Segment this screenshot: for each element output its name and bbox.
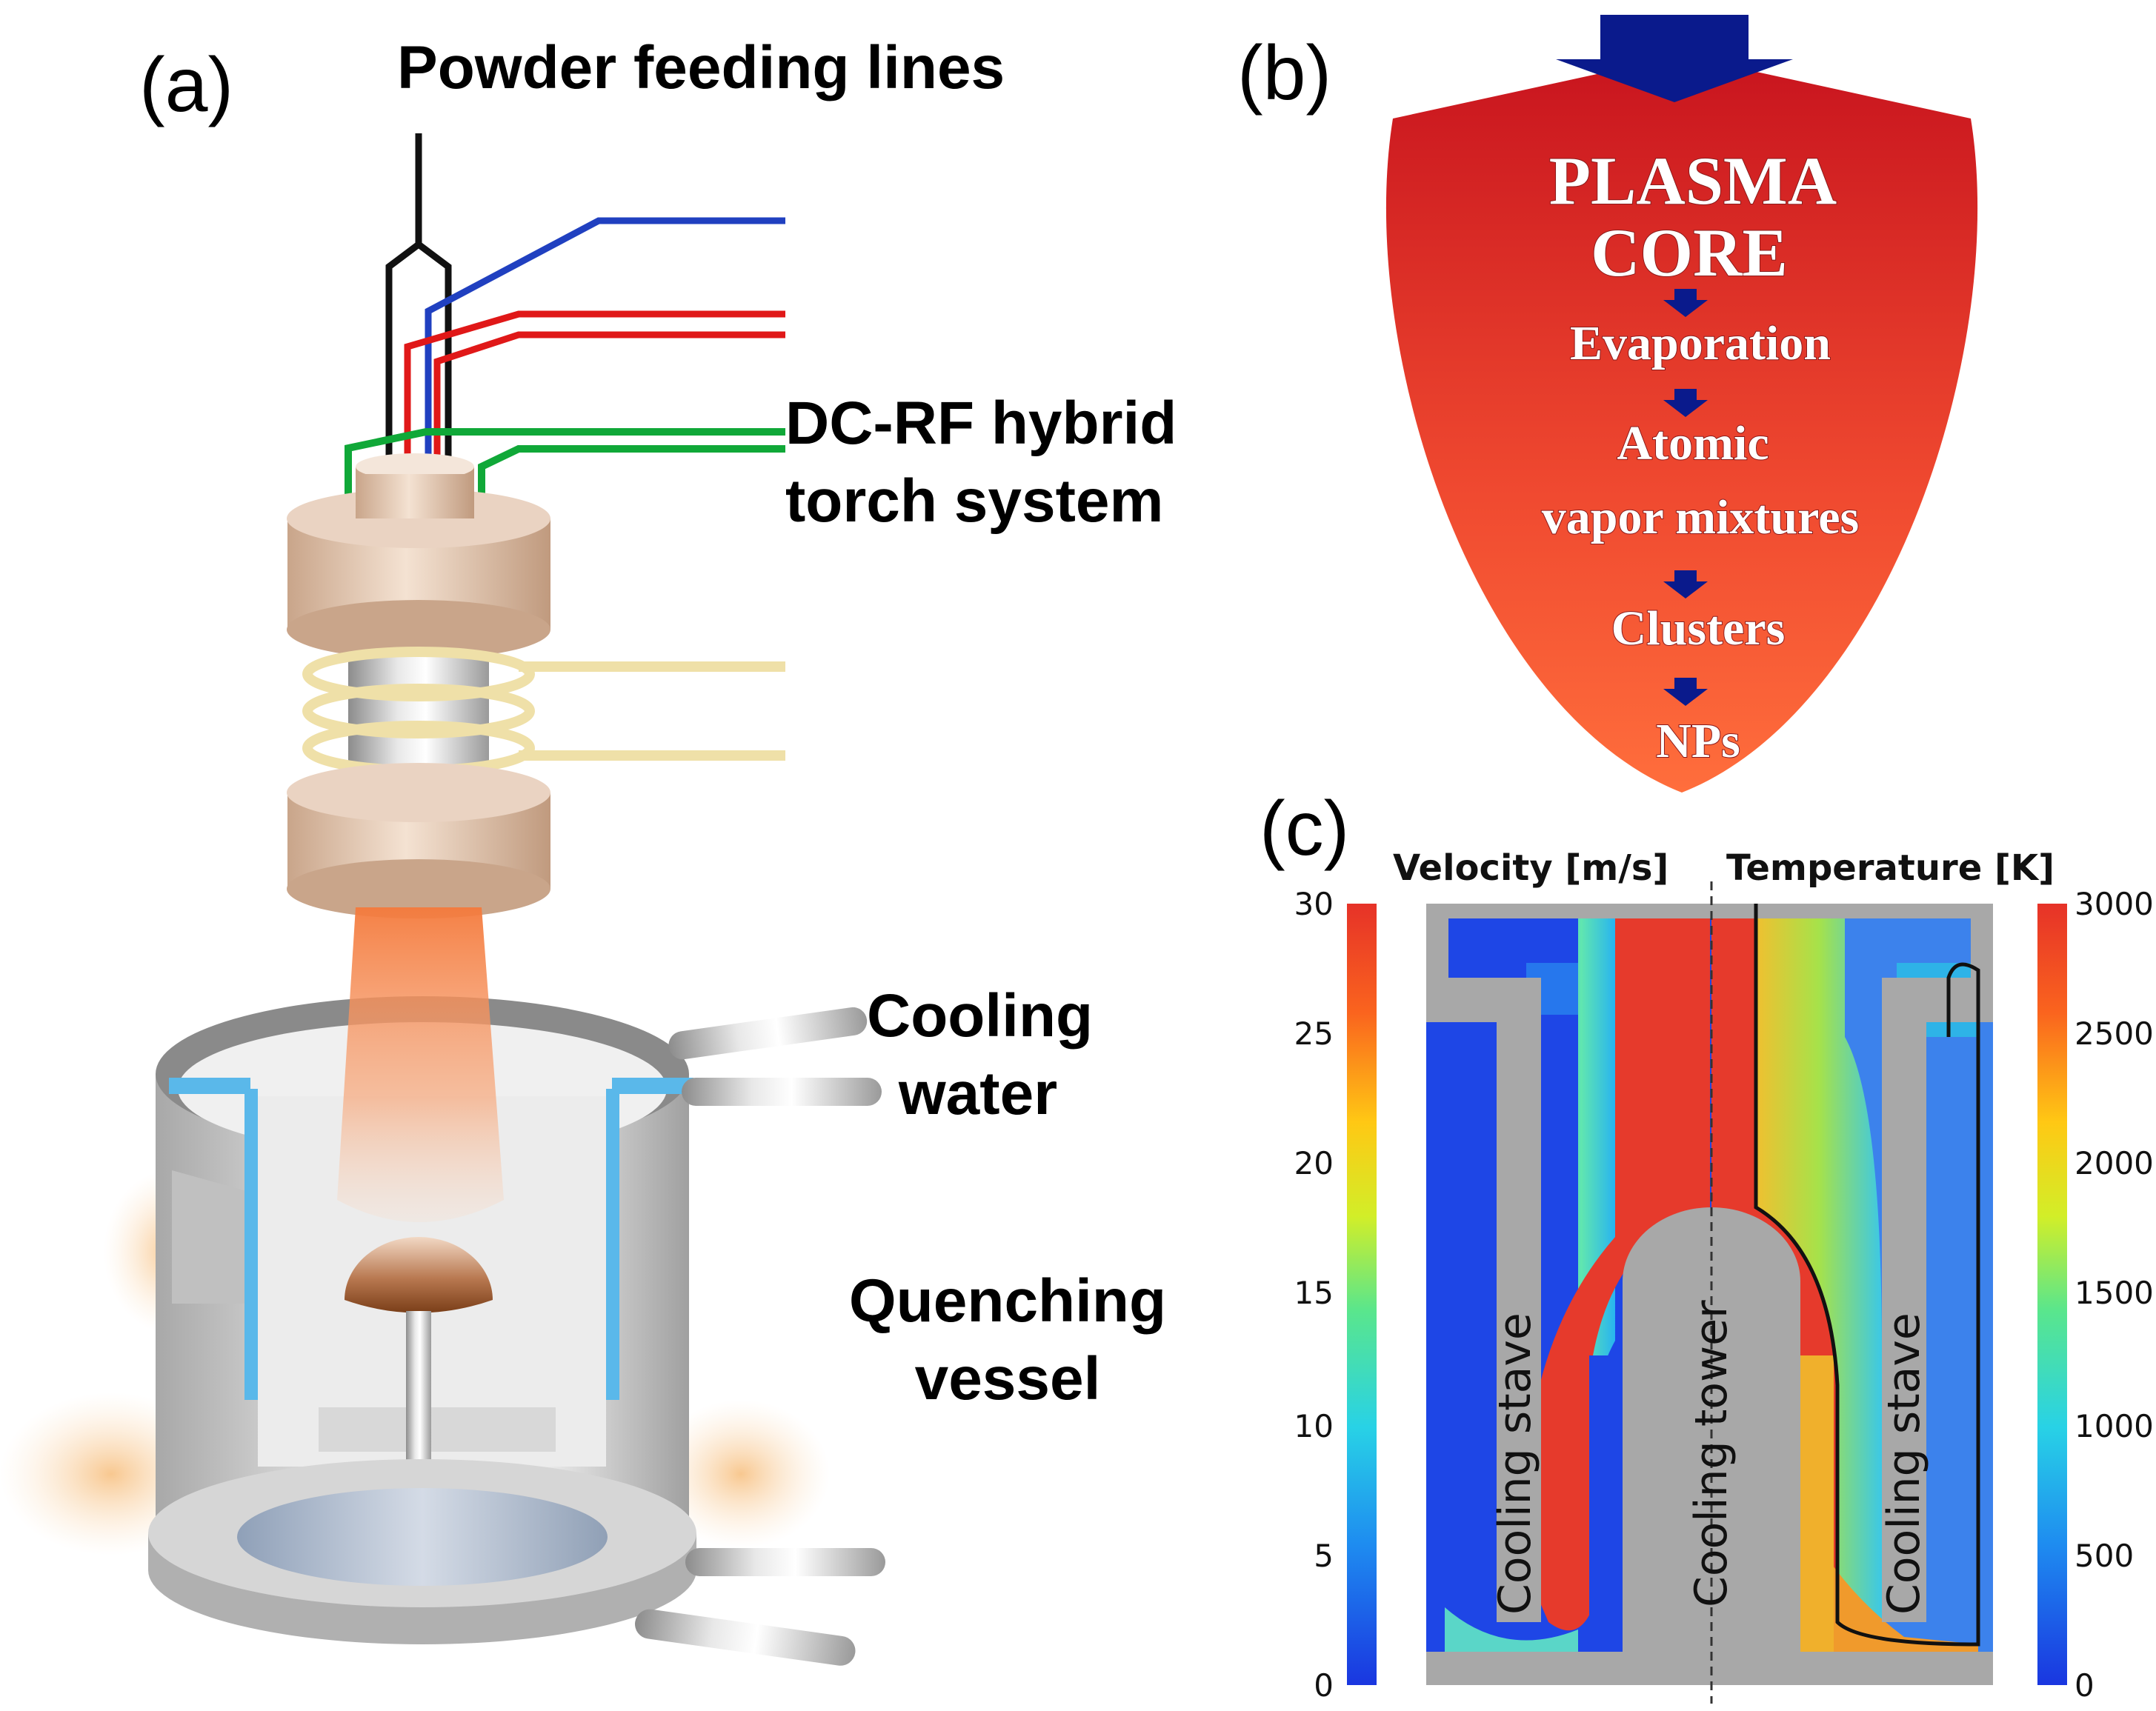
cooling-stave-left-label: Cooling stave	[1489, 1313, 1541, 1615]
panel-c-letter: (c)	[1260, 786, 1350, 872]
torch-cap-top	[356, 453, 474, 480]
panel-b-letter: (b)	[1237, 30, 1332, 116]
temperature-tick-2000: 2000	[2075, 1145, 2154, 1181]
reactor-geometry	[1426, 904, 1993, 1685]
vessel-inner-ledge	[319, 1407, 556, 1452]
velocity-tick-25: 25	[1294, 1015, 1334, 1052]
step-nps: NPs	[1656, 714, 1740, 768]
torch-upper-ring-bottom	[287, 600, 550, 659]
cooling-tower-label: Cooling tower	[1686, 1300, 1737, 1607]
temperature-tick-1500: 1500	[2075, 1275, 2154, 1311]
velocity-colorbar	[1347, 904, 1377, 1685]
step-arrows	[1663, 289, 1708, 706]
temperature-title: Temperature [K]	[1726, 847, 2054, 889]
water-jacket-left	[169, 1078, 250, 1094]
temperature-tick-500: 500	[2075, 1538, 2134, 1574]
plasma-plume	[337, 907, 504, 1222]
velocity-title: Velocity [m/s]	[1393, 847, 1668, 889]
panel-a-letter: (a)	[139, 42, 234, 128]
quenching-vessel-label-line2: vessel	[914, 1344, 1101, 1413]
temperature-tick-0: 0	[2075, 1667, 2095, 1704]
temperature-tick-3000: 3000	[2075, 886, 2154, 922]
powder-feed-line-black	[385, 133, 452, 474]
plasma-core-shape	[1385, 56, 1978, 793]
glow-right	[652, 1400, 830, 1548]
plasma-core-title-line1: PLASMA	[1549, 143, 1837, 219]
rf-coil	[302, 647, 785, 776]
quenching-vessel-label: Quenching vessel	[830, 1263, 1185, 1418]
torch-cap-front	[356, 474, 474, 518]
plasma-core-title-line2: CORE	[1591, 215, 1788, 290]
step-clusters: Clusters	[1611, 601, 1786, 656]
torch-lower-ring-bottom	[287, 859, 550, 918]
velocity-tick-10: 10	[1294, 1408, 1334, 1444]
cooling-water-label: Cooling water	[867, 978, 1094, 1133]
torch-system-label-line1: DC-RF hybrid	[785, 390, 1177, 457]
torch-lower-ring-top	[287, 763, 550, 822]
cooling-water-label-line1: Cooling	[867, 982, 1094, 1050]
cooling-stave-right-label: Cooling stave	[1878, 1313, 1930, 1615]
reactor-illustration	[0, 133, 885, 1666]
torch-system-label-line2: torch system	[785, 467, 1164, 535]
velocity-ticks: 30 25 20 15 10 5 0	[1294, 886, 1334, 1704]
velocity-tick-15: 15	[1294, 1275, 1334, 1311]
cfd-simulation-panel: Velocity [m/s] Temperature [K] 30 25 20 …	[1294, 847, 2154, 1704]
quench-basin	[237, 1488, 608, 1586]
velocity-tick-0: 0	[1314, 1667, 1334, 1704]
feed-line-red	[404, 310, 785, 474]
temperature-tick-2500: 2500	[2075, 1015, 2154, 1052]
water-jacket-right-vertical	[606, 1089, 619, 1400]
vessel-inner-wall-left	[172, 1074, 252, 1304]
velocity-tick-5: 5	[1314, 1538, 1334, 1574]
cooling-water-pipes-top	[668, 1007, 882, 1106]
quenching-vessel-label-line1: Quenching	[848, 1267, 1167, 1335]
step-atomic: Atomic	[1617, 416, 1769, 470]
velocity-tick-30: 30	[1294, 886, 1334, 922]
water-jacket-right	[612, 1078, 693, 1094]
plasma-core-diagram: PLASMA CORE Evaporation Atomic vapor mix…	[1385, 15, 1978, 793]
cooling-water-label-line2: water	[898, 1059, 1058, 1127]
step-vapor-mixtures: vapor mixtures	[1542, 490, 1859, 544]
isotherm-line	[1754, 904, 1980, 1647]
torch-system-label: DC-RF hybrid torch system	[785, 385, 1177, 541]
cooling-water-pipes-bottom	[635, 1548, 885, 1666]
temperature-ticks: 3000 2500 2000 1500 1000 500 0	[2075, 886, 2154, 1704]
water-jacket-left-vertical	[244, 1089, 258, 1400]
velocity-tick-20: 20	[1294, 1145, 1334, 1181]
powder-feeding-lines-label: Powder feeding lines	[397, 34, 1005, 101]
collector-dome	[345, 1237, 493, 1313]
injection-arrow	[1556, 15, 1793, 102]
temperature-colorbar	[2037, 904, 2067, 1685]
step-evaporation: Evaporation	[1570, 316, 1831, 370]
temperature-tick-1000: 1000	[2075, 1408, 2154, 1444]
feed-line-blue	[425, 217, 785, 474]
